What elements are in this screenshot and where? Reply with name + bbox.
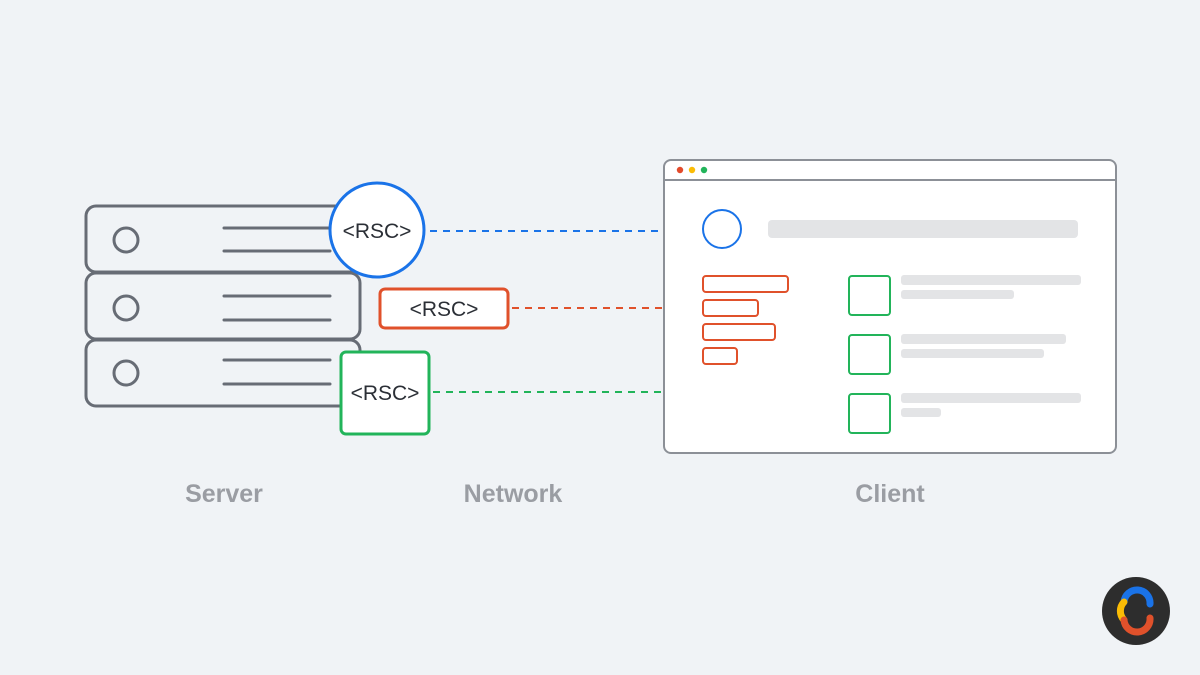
rsc-payload-pill: <RSC> <box>378 287 510 330</box>
window-close-dot <box>676 166 684 174</box>
rsc-label: <RSC> <box>410 298 479 321</box>
list-item <box>848 393 1081 434</box>
server-indicator-icon <box>112 359 140 387</box>
list-item <box>848 334 1066 375</box>
sidebar-nav-placeholder <box>702 275 789 365</box>
rsc-label: <RSC> <box>343 220 412 243</box>
server-unit-middle <box>84 271 362 341</box>
server-unit-bottom <box>84 338 362 408</box>
header-placeholder-bar <box>768 220 1078 238</box>
rsc-label: <RSC> <box>351 382 420 405</box>
rsc-payload-square: <RSC> <box>339 350 431 436</box>
client-caption: Client <box>855 480 925 508</box>
browser-window <box>663 159 1117 454</box>
server-indicator-icon <box>112 294 140 322</box>
arrow-blue <box>430 224 694 238</box>
network-caption: Network <box>464 480 563 508</box>
server-stack <box>84 204 362 408</box>
window-minimize-dot <box>688 166 696 174</box>
server-indicator-icon <box>112 226 140 254</box>
avatar-placeholder <box>702 209 742 249</box>
server-unit-top <box>84 204 362 274</box>
list-item <box>848 275 1081 316</box>
brand-logo-icon <box>1102 577 1170 645</box>
server-caption: Server <box>185 480 263 508</box>
list-placeholder <box>848 275 1081 434</box>
window-maximize-dot <box>700 166 708 174</box>
rsc-payload-circle: <RSC> <box>328 181 426 279</box>
arrow-orange <box>512 301 689 315</box>
